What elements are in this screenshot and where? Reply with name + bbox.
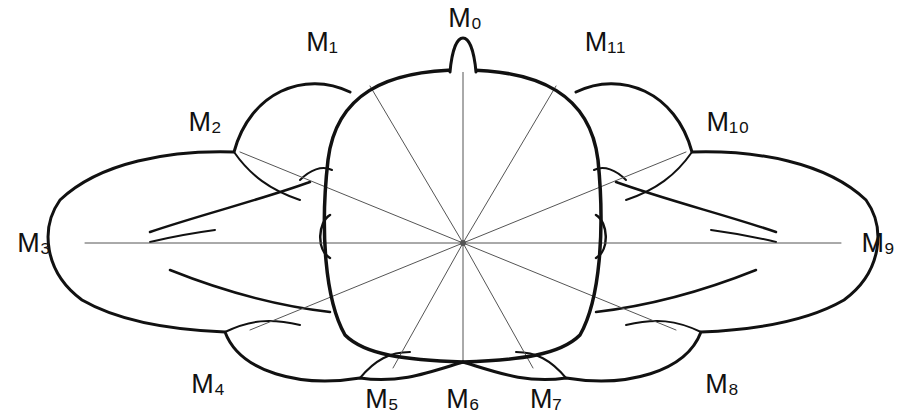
direction-label: M₁₀ (705, 108, 752, 137)
direction-label: M₆ (444, 385, 481, 414)
direction-label: M₉ (859, 229, 896, 258)
direction-label: M₁₁ (583, 28, 628, 57)
direction-label: M₄ (189, 370, 227, 399)
direction-label: M₈ (703, 370, 741, 399)
direction-label: M₃ (15, 229, 53, 258)
direction-label: M₀ (446, 4, 484, 33)
direction-label: M₅ (363, 385, 400, 414)
direction-label: M₇ (528, 385, 564, 414)
direction-label: M₂ (187, 108, 224, 137)
direction-label: M₁ (304, 28, 340, 57)
